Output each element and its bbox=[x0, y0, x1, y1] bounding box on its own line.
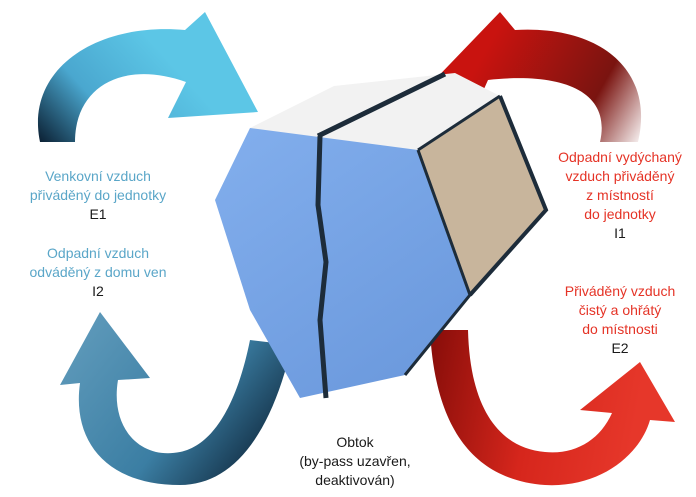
label-bypass-line-2: (by-pass uzavřen, bbox=[299, 453, 411, 469]
label-e2-line-3: do místnosti bbox=[582, 321, 658, 337]
label-e1-line-2: přiváděný do jednotky bbox=[29, 187, 167, 203]
unit-front-face bbox=[215, 128, 470, 398]
label-e1-line-1: Venkovní vzduch bbox=[45, 168, 151, 184]
label-i2-line-2: odváděný z domu ven bbox=[29, 264, 167, 280]
label-e2-line-2: čistý a ohřátý bbox=[578, 302, 662, 318]
label-i1-line-3: z místností bbox=[586, 187, 654, 203]
label-bypass-line-3: deaktivován) bbox=[315, 472, 395, 488]
label-bypass: Obtok (by-pass uzavřen, deaktivován) bbox=[280, 433, 430, 490]
arrow-e2-supply-air bbox=[430, 330, 675, 486]
label-e1-code: E1 bbox=[89, 206, 107, 222]
label-i2: Odpadní vzduch odváděný z domu ven I2 bbox=[8, 244, 188, 301]
label-i1-line-4: do jednotky bbox=[584, 206, 656, 222]
label-e2: Přiváděný vzduch čistý a ohřátý do místn… bbox=[530, 282, 696, 358]
label-e2-line-1: Přiváděný vzduch bbox=[564, 283, 676, 299]
label-e1: Venkovní vzduch přiváděný do jednotky E1 bbox=[8, 167, 188, 224]
unit-top-face bbox=[250, 73, 500, 150]
arrow-i1-extract-air bbox=[425, 12, 642, 170]
arrow-i2-exhaust-air bbox=[60, 312, 292, 485]
label-i2-code: I2 bbox=[92, 283, 104, 299]
label-i1-line-1: Odpadní vydýchaný bbox=[558, 149, 682, 165]
label-i1-line-2: vzduch přiváděný bbox=[565, 168, 675, 184]
label-i2-line-1: Odpadní vzduch bbox=[47, 245, 149, 261]
label-i1-code: I1 bbox=[614, 225, 626, 241]
arrow-e1-outdoor-air bbox=[37, 12, 259, 142]
label-bypass-line-1: Obtok bbox=[336, 434, 374, 450]
label-e2-code: E2 bbox=[611, 340, 629, 356]
heat-exchanger-unit bbox=[215, 71, 549, 399]
label-i1: Odpadní vydýchaný vzduch přiváděný z mís… bbox=[530, 148, 696, 243]
